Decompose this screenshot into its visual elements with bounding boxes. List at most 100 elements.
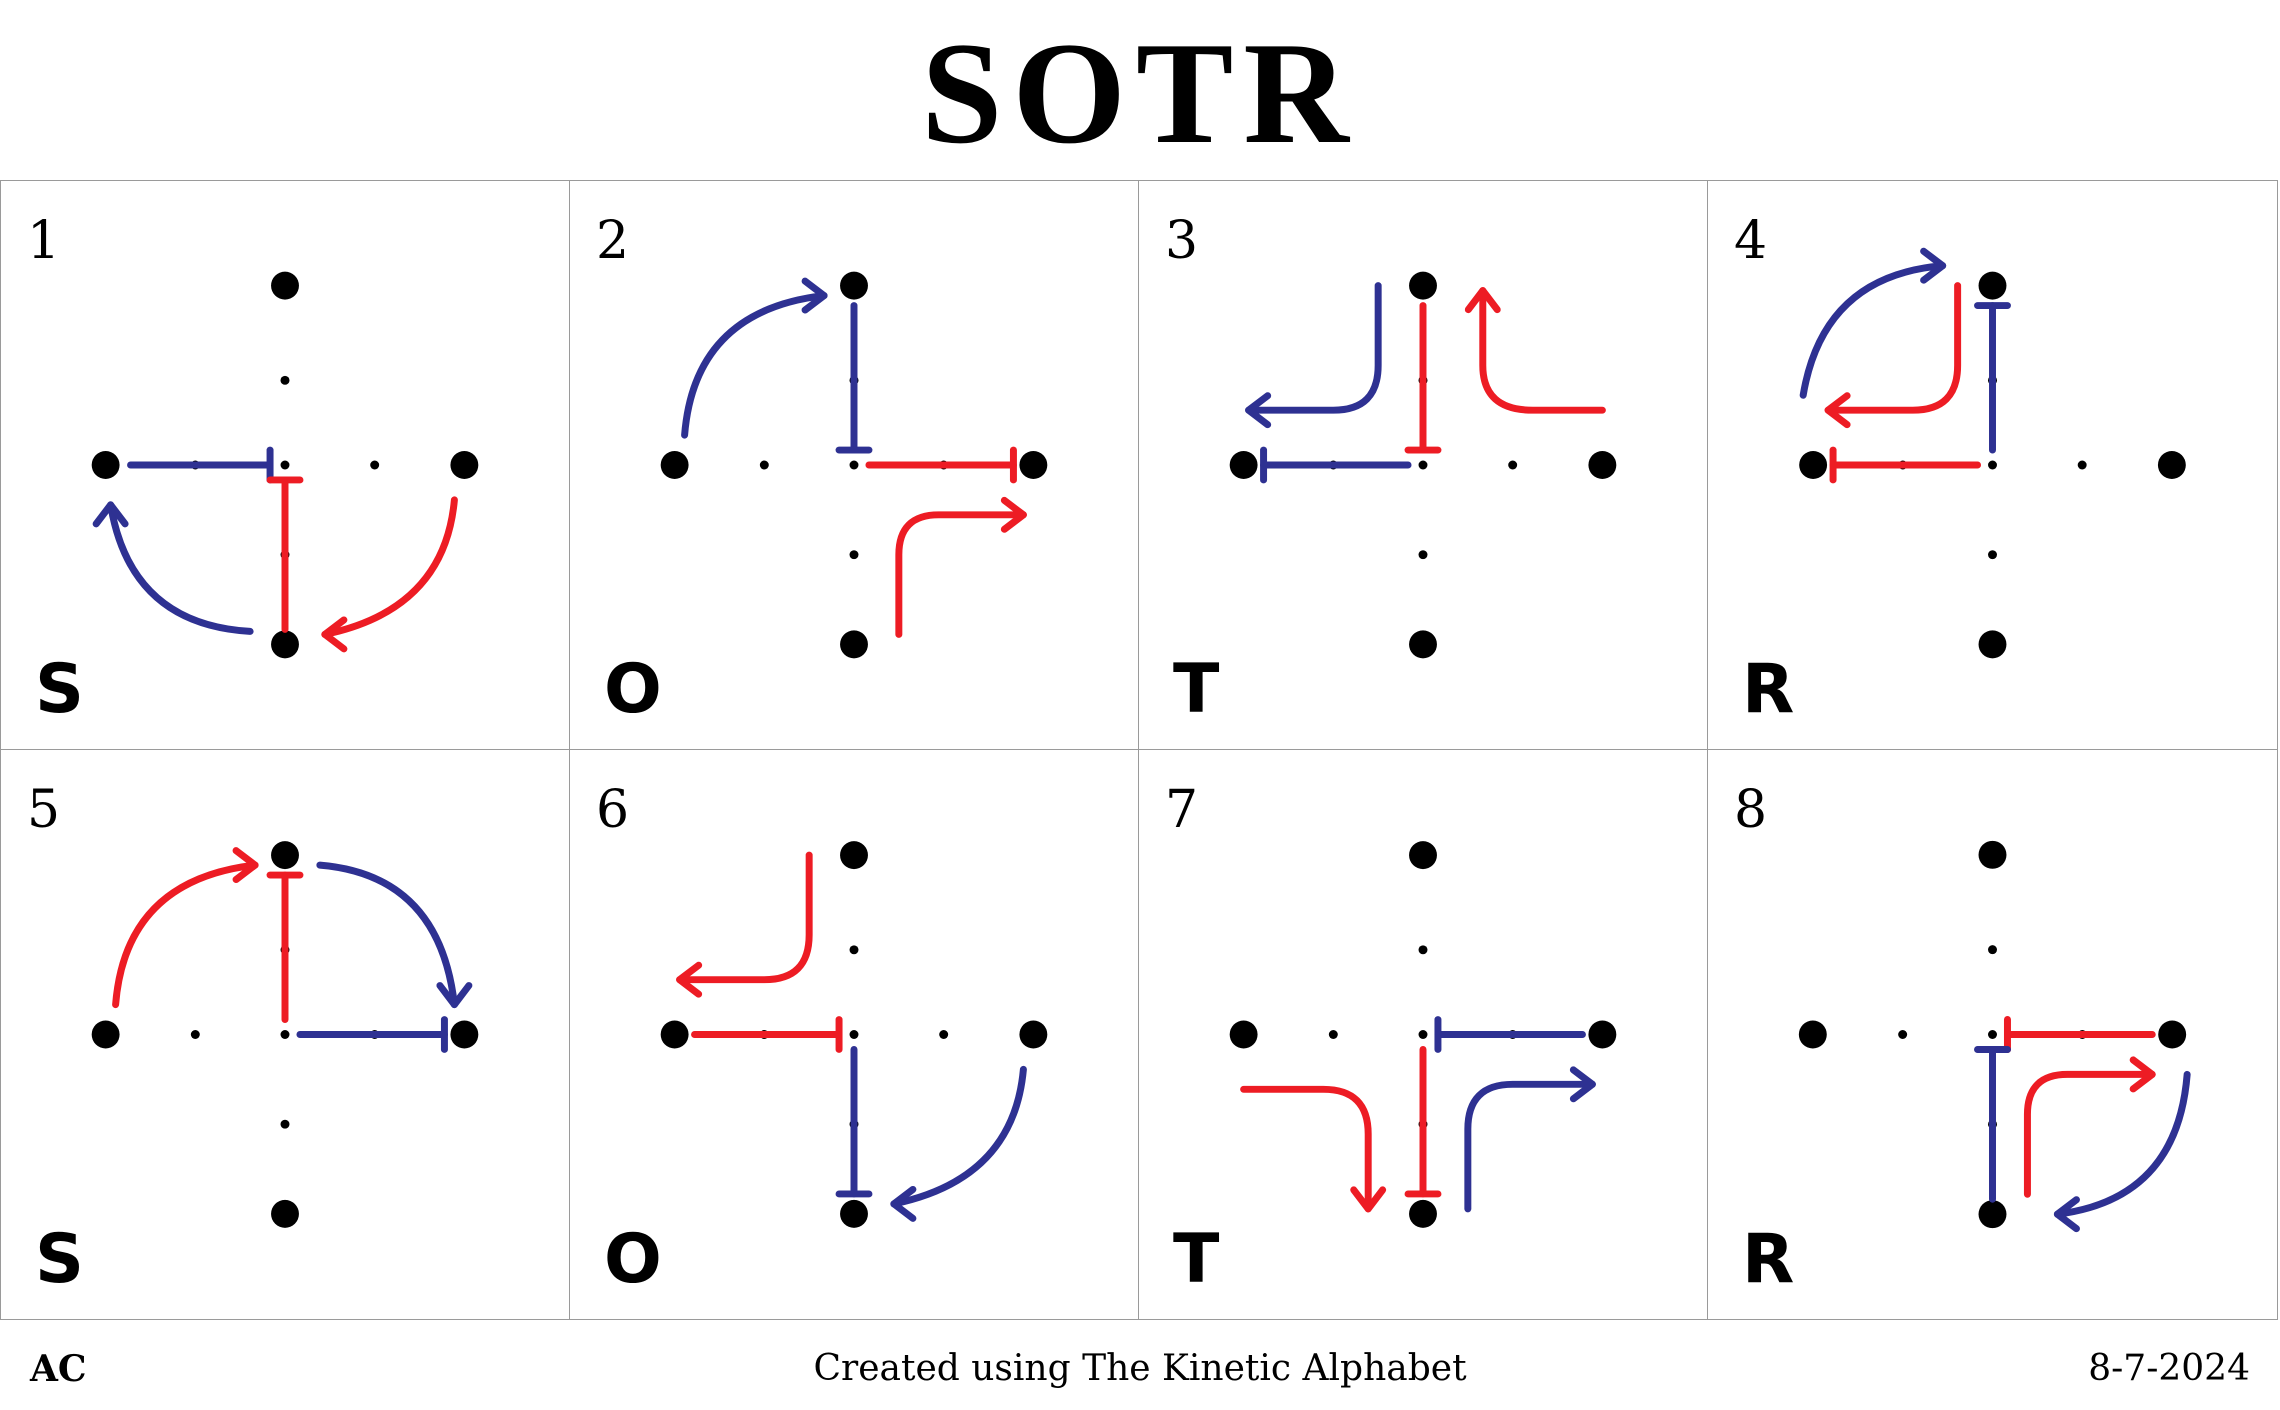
grid-point bbox=[1588, 1020, 1617, 1049]
footer: AC Created using The Kinetic Alphabet 8-… bbox=[0, 1330, 2280, 1400]
arrowhead bbox=[436, 982, 473, 1009]
panel-6-diagram bbox=[660, 841, 1048, 1228]
grid-point bbox=[1978, 1200, 2007, 1229]
arrowhead bbox=[1920, 247, 1947, 284]
motion-arrow bbox=[107, 501, 254, 635]
arrowhead bbox=[2129, 1056, 2156, 1093]
grid-point bbox=[1588, 451, 1617, 479]
panel-2: 2 O bbox=[570, 181, 1139, 750]
motion-arrow bbox=[321, 496, 458, 638]
panel-number: 4 bbox=[1734, 211, 1768, 271]
panel-number: 7 bbox=[1165, 780, 1199, 840]
grid-point bbox=[450, 451, 479, 479]
panel-letter: T bbox=[1173, 650, 1220, 729]
panel-letter: R bbox=[1742, 650, 1795, 729]
arrowhead bbox=[1569, 1066, 1596, 1103]
grid-point-small bbox=[849, 550, 859, 560]
motion-arrow bbox=[1245, 282, 1382, 414]
panel-3: 3 T bbox=[1139, 181, 1708, 750]
motion-arrow bbox=[681, 292, 828, 439]
grid-point bbox=[1409, 1199, 1437, 1228]
motion-arrow bbox=[112, 861, 259, 1009]
grid-point bbox=[1409, 841, 1437, 870]
grid-point-small bbox=[370, 460, 380, 470]
arrowhead bbox=[92, 501, 129, 528]
grid-point bbox=[1019, 451, 1048, 479]
motion-arrow bbox=[2053, 1070, 2191, 1218]
arrowhead bbox=[232, 847, 259, 884]
grid-point-small bbox=[1328, 1030, 1338, 1039]
grid-point bbox=[1978, 271, 2007, 300]
grid-point bbox=[840, 630, 868, 659]
grid-point bbox=[1019, 1020, 1048, 1049]
grid-point bbox=[840, 271, 868, 300]
panel-7-diagram bbox=[1229, 841, 1617, 1228]
panel-letter: T bbox=[1173, 1220, 1220, 1299]
panel-4: 4 R bbox=[1708, 181, 2277, 750]
panel-6: 6 O bbox=[570, 750, 1139, 1319]
grid-point bbox=[1978, 630, 2007, 659]
grid-point-small bbox=[849, 1030, 859, 1039]
panel-number: 8 bbox=[1734, 780, 1768, 840]
grid-point bbox=[1409, 271, 1437, 300]
panel-3-diagram bbox=[1229, 271, 1617, 659]
panel-grid: 1 S 2 O 3 T 4 R 5 S 6 O 7 T 8 R bbox=[0, 180, 2278, 1320]
panel-number: 2 bbox=[596, 211, 630, 271]
panel-letter: S bbox=[35, 650, 84, 729]
grid-point bbox=[271, 1199, 299, 1228]
grid-point-small bbox=[280, 460, 290, 470]
grid-point bbox=[1229, 1020, 1258, 1049]
motion-arrow bbox=[1479, 287, 1606, 414]
grid-point-small bbox=[1988, 1030, 1997, 1039]
arrowhead bbox=[676, 961, 703, 998]
grid-point bbox=[91, 1020, 120, 1049]
grid-point-small bbox=[1508, 460, 1518, 470]
grid-point bbox=[91, 451, 120, 479]
arrowhead bbox=[1464, 287, 1501, 314]
motion-arrow bbox=[316, 861, 458, 1009]
panel-letter: O bbox=[604, 650, 662, 729]
grid-point-small bbox=[1418, 1030, 1428, 1039]
page-title: SOTR bbox=[921, 12, 1359, 174]
panel-number: 5 bbox=[27, 780, 61, 840]
motion-arrow bbox=[890, 1065, 1027, 1208]
motion-arrow bbox=[676, 851, 813, 984]
grid-point bbox=[840, 841, 868, 870]
panel-1: 1 S bbox=[1, 181, 570, 750]
motion-arrow bbox=[1240, 1085, 1372, 1213]
arrowhead bbox=[890, 1185, 917, 1222]
grid-point-small bbox=[280, 1030, 290, 1039]
panel-letter: O bbox=[604, 1220, 662, 1299]
grid-point-small bbox=[190, 1030, 200, 1039]
grid-point bbox=[2158, 1020, 2187, 1049]
grid-point-small bbox=[1418, 550, 1428, 560]
grid-point-small bbox=[849, 460, 859, 470]
panel-5-diagram bbox=[91, 841, 479, 1228]
grid-point-small bbox=[759, 460, 769, 470]
arrowhead bbox=[2053, 1196, 2080, 1233]
grid-point bbox=[271, 271, 299, 300]
panel-number: 6 bbox=[596, 780, 630, 840]
grid-point bbox=[271, 841, 299, 870]
grid-point-small bbox=[1988, 550, 1997, 560]
motion-arrow bbox=[2023, 1070, 2156, 1198]
motion-arrow bbox=[1824, 282, 1962, 414]
grid-point bbox=[1798, 1020, 1827, 1049]
date-label: 8-7-2024 bbox=[2088, 1348, 2250, 1389]
grid-point-small bbox=[1898, 1030, 1908, 1039]
panel-7: 7 T bbox=[1139, 750, 1708, 1319]
panel-number: 3 bbox=[1165, 211, 1199, 271]
arrowhead bbox=[1000, 496, 1027, 533]
grid-point-small bbox=[1418, 460, 1428, 470]
panel-5: 5 S bbox=[1, 750, 570, 1319]
grid-point bbox=[660, 451, 689, 479]
grid-point bbox=[271, 630, 299, 659]
arrowhead bbox=[801, 277, 828, 314]
grid-point-small bbox=[1988, 945, 1997, 955]
grid-point-small bbox=[939, 1030, 949, 1039]
grid-point-small bbox=[849, 945, 859, 955]
grid-point bbox=[660, 1020, 689, 1049]
credit-line: Created using The Kinetic Alphabet bbox=[813, 1348, 1467, 1389]
grid-point bbox=[450, 1020, 479, 1049]
panel-8-diagram bbox=[1798, 840, 2191, 1233]
